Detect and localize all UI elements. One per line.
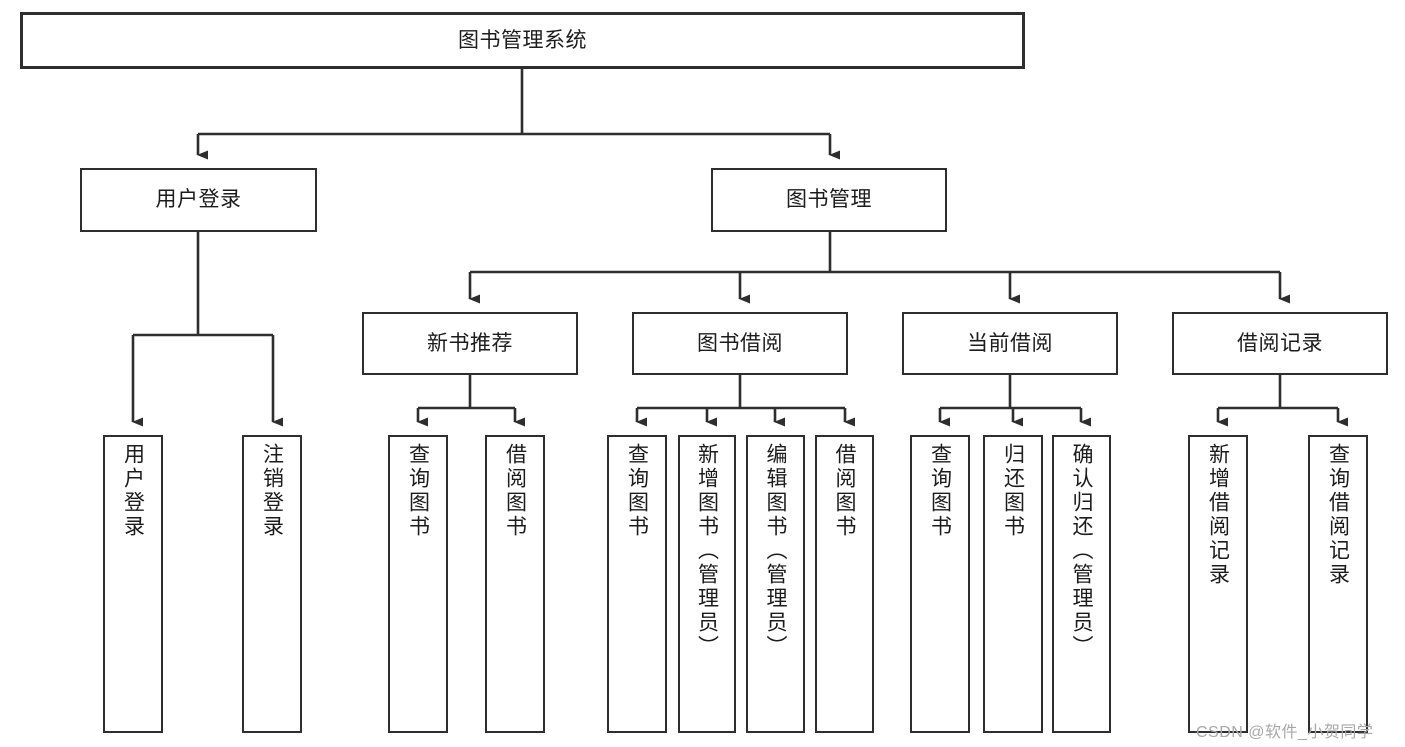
node-book-manage[interactable]: 图书管理 — [711, 168, 947, 232]
node-leaf-user-login-label: 用户登录 — [121, 443, 145, 539]
node-book-borrow[interactable]: 图书借阅 — [632, 312, 848, 375]
node-leaf-confirm-return-label: 确认归还（管理员） — [1070, 443, 1093, 659]
node-leaf-query-book-3[interactable]: 查询图书 — [910, 435, 970, 733]
node-leaf-borrow-book-1[interactable]: 借阅图书 — [485, 435, 545, 733]
node-borrow-record[interactable]: 借阅记录 — [1172, 312, 1388, 375]
node-leaf-user-logout[interactable]: 注销登录 — [242, 435, 302, 733]
node-book-manage-label: 图书管理 — [786, 188, 872, 212]
node-leaf-add-record[interactable]: 新增借阅记录 — [1188, 435, 1248, 733]
node-root[interactable]: 图书管理系统 — [20, 12, 1025, 69]
watermark-text: CSDN @软件_小贺同学 — [1196, 724, 1374, 741]
node-current-borrow[interactable]: 当前借阅 — [902, 312, 1118, 375]
node-leaf-borrow-book-1-label: 借阅图书 — [503, 443, 527, 539]
node-leaf-borrow-book-2-label: 借阅图书 — [833, 443, 856, 539]
node-root-label: 图书管理系统 — [458, 28, 587, 52]
node-leaf-user-logout-label: 注销登录 — [260, 443, 284, 539]
node-leaf-user-login[interactable]: 用户登录 — [103, 435, 163, 733]
node-current-borrow-label: 当前借阅 — [967, 331, 1053, 355]
node-leaf-add-record-label: 新增借阅记录 — [1206, 443, 1230, 587]
node-leaf-add-book[interactable]: 新增图书（管理员） — [678, 435, 736, 733]
node-leaf-add-book-label: 新增图书（管理员） — [695, 443, 719, 659]
node-leaf-query-record[interactable]: 查询借阅记录 — [1308, 435, 1368, 733]
node-user-login-label: 用户登录 — [155, 188, 242, 212]
node-leaf-confirm-return[interactable]: 确认归还（管理员） — [1052, 435, 1111, 733]
node-leaf-query-book-1[interactable]: 查询图书 — [388, 435, 448, 733]
node-leaf-edit-book-label: 编辑图书（管理员） — [764, 443, 787, 659]
node-leaf-query-book-3-label: 查询图书 — [928, 443, 952, 539]
node-book-borrow-label: 图书借阅 — [697, 331, 783, 355]
node-leaf-return-book-label: 归还图书 — [1001, 443, 1025, 539]
node-leaf-query-book-2[interactable]: 查询图书 — [607, 435, 667, 733]
node-new-book-recommend-label: 新书推荐 — [427, 331, 513, 355]
node-leaf-return-book[interactable]: 归还图书 — [983, 435, 1043, 733]
node-borrow-record-label: 借阅记录 — [1237, 331, 1323, 355]
node-leaf-query-record-label: 查询借阅记录 — [1326, 443, 1350, 587]
node-leaf-borrow-book-2[interactable]: 借阅图书 — [815, 435, 874, 733]
node-new-book-recommend[interactable]: 新书推荐 — [362, 312, 578, 375]
node-leaf-query-book-1-label: 查询图书 — [406, 443, 430, 539]
node-user-login[interactable]: 用户登录 — [80, 168, 317, 232]
node-leaf-query-book-2-label: 查询图书 — [625, 443, 649, 539]
node-leaf-edit-book[interactable]: 编辑图书（管理员） — [746, 435, 805, 733]
